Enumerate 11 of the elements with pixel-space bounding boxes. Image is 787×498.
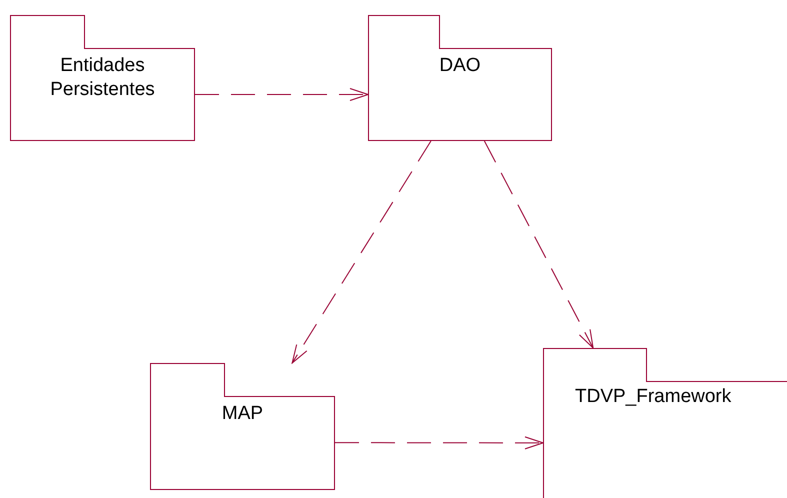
dependency-arrow — [484, 140, 594, 348]
dependency-arrow — [194, 88, 368, 101]
package-name: TDVP_Framework — [575, 385, 732, 409]
dependency-arrow — [334, 436, 544, 450]
package-name: MAP — [222, 402, 264, 426]
package-name: DAO — [439, 54, 481, 78]
package-folder — [10, 15, 195, 141]
package-name: Entidades Persistentes — [49, 54, 156, 102]
package-folder — [368, 15, 552, 141]
dependency-arrow — [292, 140, 432, 364]
package-folder — [150, 363, 335, 490]
